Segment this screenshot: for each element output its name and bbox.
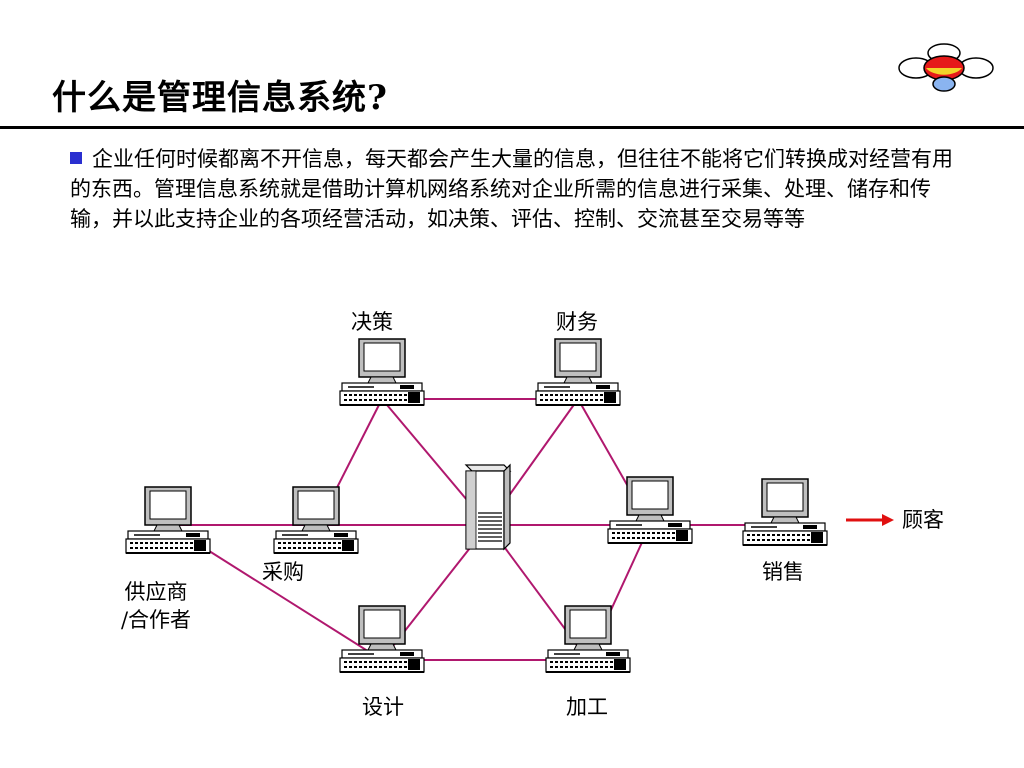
intro-paragraph: 企业任何时候都离不开信息，每天都会产生大量的信息，但往往不能将它们转换成对经营有… bbox=[70, 144, 960, 234]
label-purchase: 采购 bbox=[262, 560, 304, 584]
label-decision: 决策 bbox=[351, 310, 393, 334]
arrow-right-icon bbox=[846, 514, 894, 526]
computer-finance-icon bbox=[535, 338, 621, 406]
server-icon bbox=[464, 463, 512, 551]
title-divider bbox=[0, 126, 1024, 129]
computer-supplier-icon bbox=[125, 486, 211, 554]
computer-design-icon bbox=[339, 605, 425, 673]
logo-icon bbox=[898, 43, 994, 92]
computer-node-icon bbox=[607, 476, 693, 544]
computer-processing-icon bbox=[545, 605, 631, 673]
label-customer: 顾客 bbox=[902, 508, 944, 532]
label-sales: 销售 bbox=[762, 560, 804, 584]
computer-purchase-icon bbox=[273, 486, 359, 554]
label-supplier: 供应商 /合作者 bbox=[106, 578, 206, 634]
bullet-icon bbox=[70, 152, 82, 164]
computer-decision-icon bbox=[339, 338, 425, 406]
label-processing: 加工 bbox=[566, 695, 608, 719]
computer-sales-icon bbox=[742, 478, 828, 546]
label-supplier-line2: /合作者 bbox=[120, 608, 192, 632]
label-finance: 财务 bbox=[556, 310, 598, 334]
slide-title: 什么是管理信息系统? bbox=[52, 78, 388, 118]
label-supplier-line1: 供应商 bbox=[124, 580, 188, 604]
label-design: 设计 bbox=[362, 695, 404, 719]
intro-text: 企业任何时候都离不开信息，每天都会产生大量的信息，但往往不能将它们转换成对经营有… bbox=[70, 147, 953, 231]
